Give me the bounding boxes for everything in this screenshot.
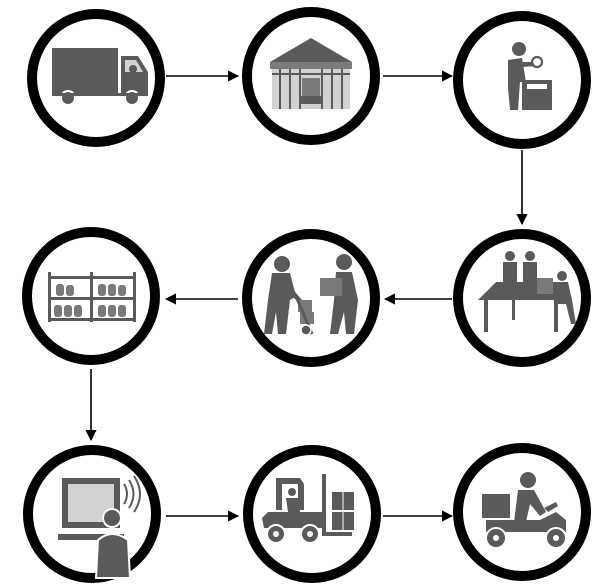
inspection-worker-icon: [508, 42, 552, 110]
storage-shelves-icon: [48, 272, 136, 322]
step-1-node: [27, 9, 165, 147]
step-4-node: [453, 229, 591, 367]
step-2-node: [242, 7, 380, 145]
delivery-truck-icon: [52, 48, 148, 106]
step-3-node: [453, 11, 591, 149]
computer-operator-icon: [58, 475, 141, 579]
step-5-node: [242, 229, 380, 367]
step-8-node: [243, 445, 381, 583]
team-sorting-table-icon: [478, 251, 576, 332]
step-9-node: [453, 443, 591, 581]
step-7-node: [23, 445, 161, 583]
forklift-icon: [262, 474, 354, 544]
warehouse-icon: [270, 38, 352, 109]
connectors: [85, 70, 528, 522]
step-6-node: [22, 227, 160, 365]
hand-truck-handover-icon: [264, 254, 358, 336]
scooter-courier-icon: [482, 472, 567, 549]
